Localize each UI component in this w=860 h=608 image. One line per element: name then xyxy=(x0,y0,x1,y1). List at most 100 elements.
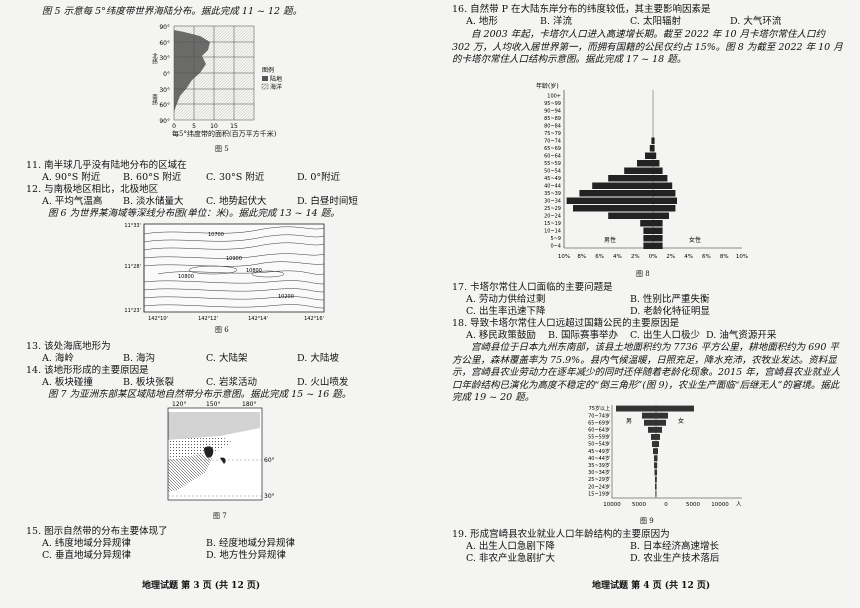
legend-land: 陆地 xyxy=(270,75,282,83)
male-bar xyxy=(651,434,656,440)
q16-option-c: C. 太阳辐射 xyxy=(630,16,681,27)
question-14: 14. 该地形形成的主要原因是 xyxy=(26,365,149,376)
male-bar xyxy=(655,490,656,497)
female-bar xyxy=(653,167,663,174)
fig8-ylabel: 年龄(岁) xyxy=(536,82,559,90)
female-bar xyxy=(656,434,660,440)
x-tick: 0 xyxy=(172,123,176,130)
fig8-male-label: 男性 xyxy=(604,236,616,244)
lat-tick: 60° xyxy=(159,40,170,47)
female-bar xyxy=(656,441,659,447)
age-label: 50~54岁 xyxy=(588,441,610,448)
fig9-male-label: 男 xyxy=(626,418,632,425)
female-bar xyxy=(653,212,669,219)
age-label: 30~34岁 xyxy=(588,469,610,476)
q14-option-d: D. 火山喷发 xyxy=(297,377,349,388)
question-17: 17. 卡塔尔常住人口面临的主要问题是 xyxy=(452,282,613,293)
figure-6-bathymetry-map: 11°33' 11°28' 11°23' 142°10' 142°12' 142… xyxy=(124,223,325,322)
age-label: 40~44岁 xyxy=(588,455,610,462)
contour-label: 10200 xyxy=(278,294,294,300)
age-label: 80~84 xyxy=(544,124,561,130)
male-bar xyxy=(643,242,653,249)
x-tick: 10 xyxy=(210,123,218,130)
male-bar xyxy=(653,448,656,455)
female-bar xyxy=(653,227,663,234)
female-bar xyxy=(656,476,657,483)
age-label: 5~9 xyxy=(550,236,561,242)
age-label: 25~29 xyxy=(544,206,561,212)
lon-tick: 120° xyxy=(172,401,186,408)
male-bar xyxy=(608,212,653,219)
x-tick: 8% xyxy=(577,254,586,260)
q16-option-b: B. 洋流 xyxy=(540,16,573,27)
q15-option-a: A. 纬度地域分异规律 xyxy=(42,538,131,549)
male-bar xyxy=(645,152,653,159)
x-tick: 15 xyxy=(230,123,238,130)
q16-option-d: D. 大气环流 xyxy=(730,16,782,27)
age-label: 25~29岁 xyxy=(588,476,610,483)
female-bar xyxy=(653,190,676,197)
question-15: 15. 图示自然带的分布主要体现了 xyxy=(26,526,168,537)
fig9-female-label: 女 xyxy=(678,417,684,425)
q19-option-a: A. 出生人口急剧下降 xyxy=(466,541,555,552)
x-tick: 8% xyxy=(720,254,729,260)
q13-option-a: A. 海岭 xyxy=(42,353,74,364)
female-bar xyxy=(653,182,673,189)
fig6-caption: 图 6 xyxy=(215,326,229,334)
female-bar xyxy=(656,405,694,412)
male-bar xyxy=(637,160,653,167)
page-footer-right: 地理试题 第 4 页 (共 12 页) xyxy=(592,581,711,591)
male-bar xyxy=(649,145,653,152)
lat-tick: 0° xyxy=(163,71,170,78)
q18-option-d: D. 油气资源开采 xyxy=(706,330,777,341)
age-label: 70~74 xyxy=(544,139,561,145)
age-label: 70~74岁 xyxy=(588,412,610,419)
legend-title: 图例 xyxy=(262,66,274,74)
figure-8-qatar-population-pyramid: 年龄(岁) 100+95~9990~9485~8980~8475~7970~74… xyxy=(536,82,748,260)
figure-5-land-sea-chart: 90° 60° 30° 0° 30° 60° 90° 北纬 南纬 0 5 10 … xyxy=(151,24,282,130)
x-tick: 4% xyxy=(613,254,622,260)
lat-tick: 90° xyxy=(159,118,170,125)
fig7-caption: 图 7 xyxy=(213,512,227,520)
q11-option-c: C. 30°S 附近 xyxy=(206,172,265,183)
age-label: 50~54 xyxy=(544,169,561,175)
x-tick: 4% xyxy=(684,254,693,260)
female-bar xyxy=(656,455,658,462)
q17-option-a: A. 劳动力供给过剩 xyxy=(466,294,546,305)
age-label: 45~49岁 xyxy=(588,448,610,455)
fig8-female-label: 女性 xyxy=(689,236,701,244)
q18-option-c: C. 出生人口极少 xyxy=(630,330,700,341)
q17-option-b: B. 性别比严重失衡 xyxy=(630,294,710,305)
female-bar xyxy=(656,426,662,433)
fig5-xlabel: 每5°纬度带的面积(百万平方千米) xyxy=(172,130,277,138)
male-bar xyxy=(652,441,656,447)
legend-ocean-swatch xyxy=(261,83,269,90)
female-bar xyxy=(653,220,663,227)
intro-fig8: 自 2003 年起，卡塔尔人口进入高速增长期。截至 2022 年 10 月卡塔尔… xyxy=(452,29,843,65)
age-label: 20~24岁 xyxy=(588,483,610,490)
female-bar xyxy=(653,175,668,182)
q17-option-c: C. 出生率迅速下降 xyxy=(466,306,546,317)
fig8-caption: 图 8 xyxy=(636,270,650,278)
x-tick: 6% xyxy=(702,254,711,260)
male-bar xyxy=(644,419,656,426)
x-tick: 10000 xyxy=(711,502,729,508)
north-lat-label: 北纬 xyxy=(151,52,158,66)
female-bar xyxy=(656,448,658,455)
female-bar xyxy=(653,152,657,159)
female-bar xyxy=(653,235,663,242)
lat-tick: 30° xyxy=(159,87,170,94)
age-label: 0~4 xyxy=(550,244,561,250)
contour-label: 10700 xyxy=(208,232,224,238)
age-label: 95~99 xyxy=(544,101,561,107)
legend-ocean: 海洋 xyxy=(270,83,282,91)
q13-option-b: B. 海沟 xyxy=(123,353,156,364)
age-label: 30~34 xyxy=(544,199,561,205)
q13-option-d: D. 大陆坡 xyxy=(297,353,339,364)
page-footer-left: 地理试题 第 3 页 (共 12 页) xyxy=(142,581,261,591)
age-label: 40~44 xyxy=(544,184,561,190)
x-tick: 0 xyxy=(664,502,668,508)
x-tick: 5000 xyxy=(632,502,646,508)
contour-label: 10800 xyxy=(178,274,194,280)
age-label: 65~69岁 xyxy=(588,419,610,426)
